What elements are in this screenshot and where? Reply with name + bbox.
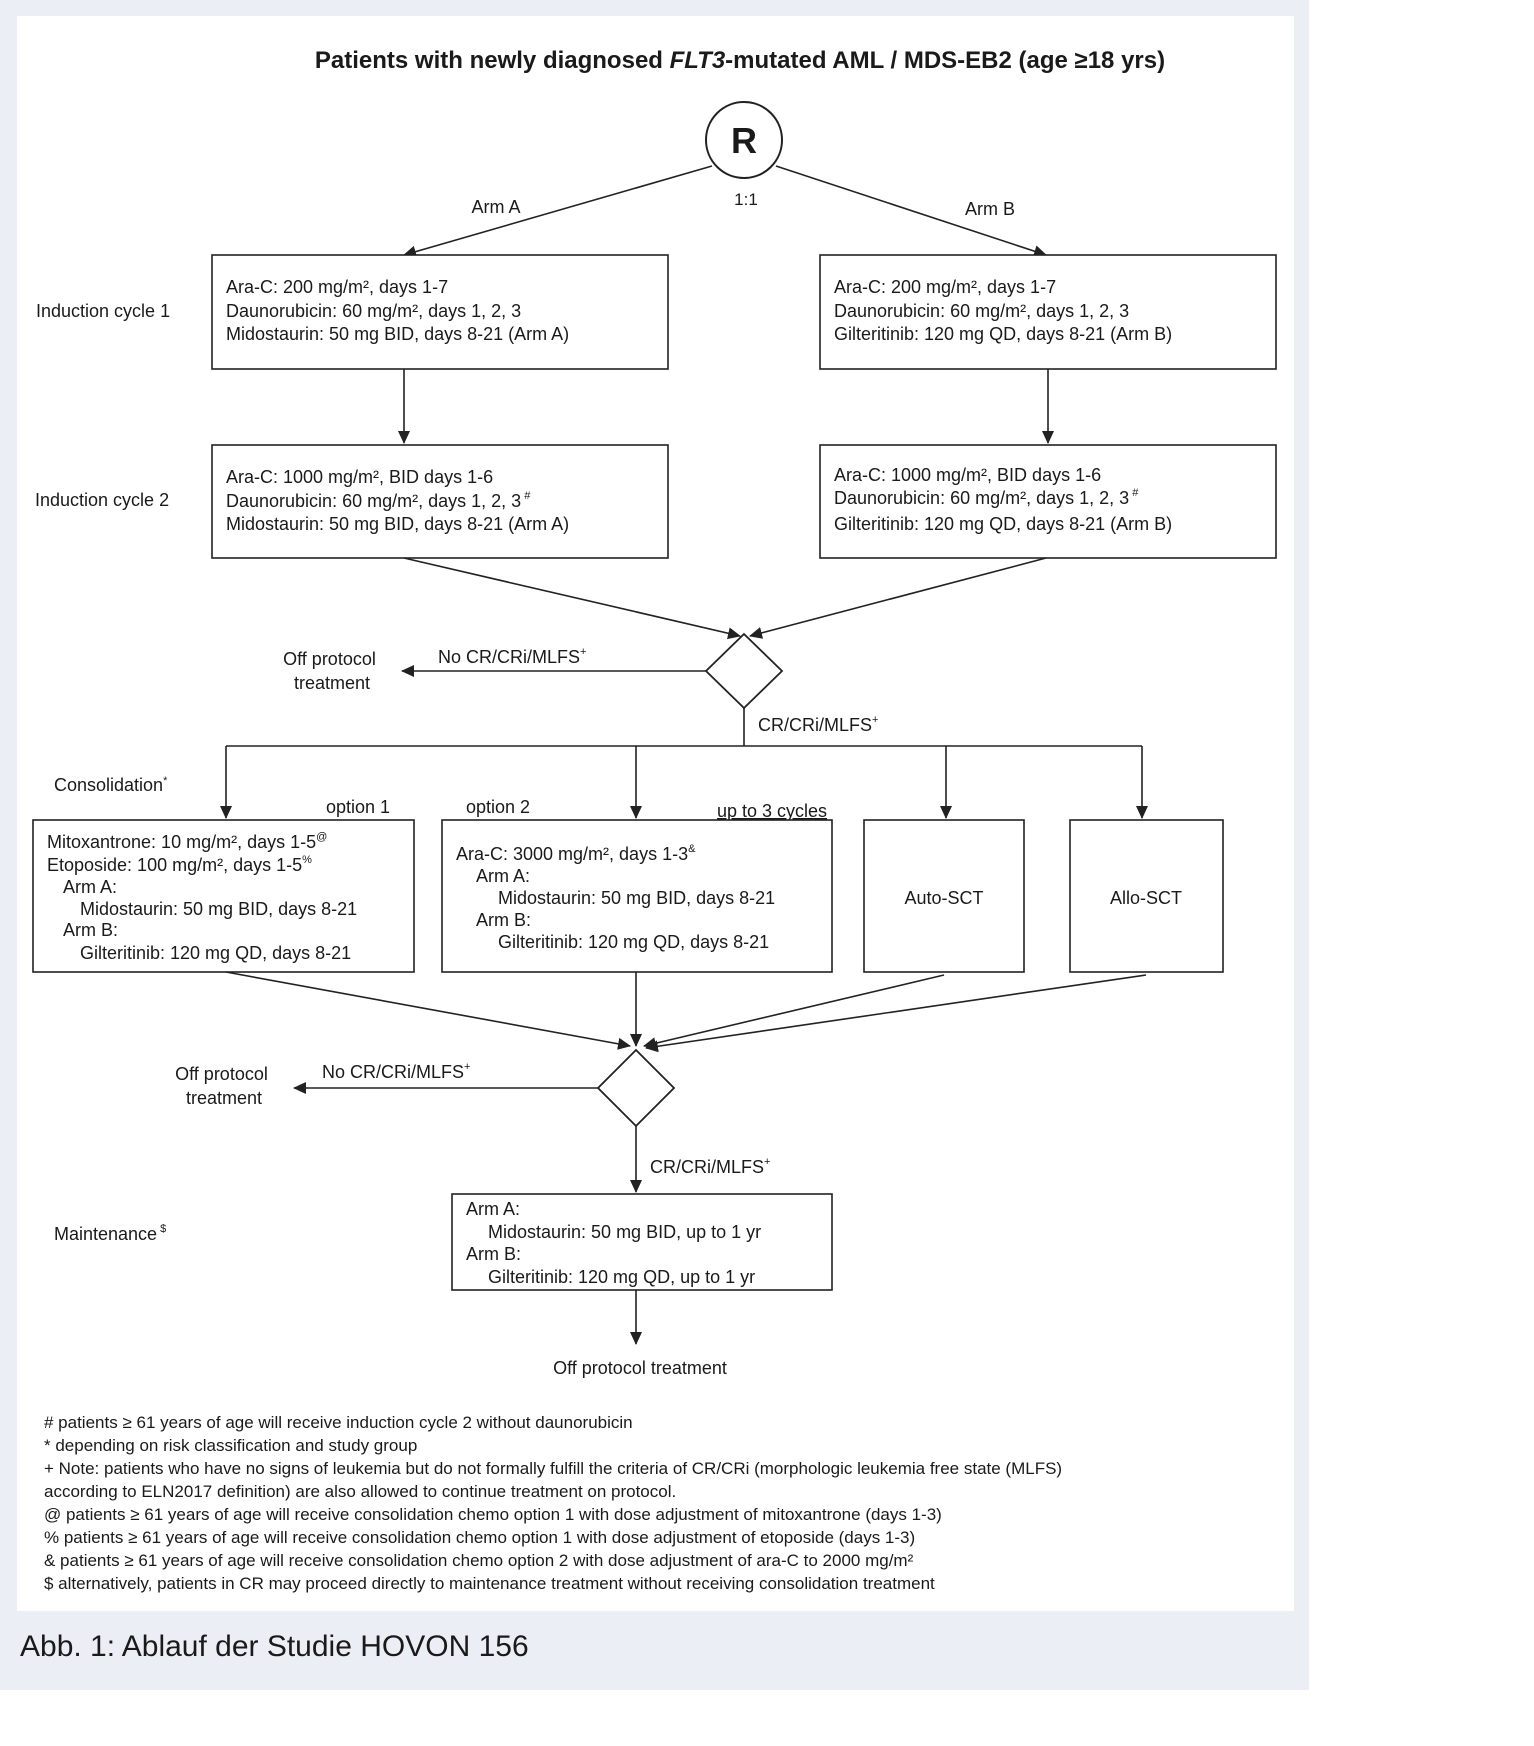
phase-label-consolidation: Consolidation* xyxy=(54,775,168,795)
no-response-label-1: No CR/CRi/MLFS+ xyxy=(438,646,586,667)
response-decision-1 xyxy=(704,632,784,710)
diagram-title: Patients with newly diagnosed FLT3-mutat… xyxy=(315,47,1165,74)
phase-label-induction2: Induction cycle 2 xyxy=(35,490,169,510)
arm-a-arrow xyxy=(403,165,713,258)
off-protocol-label-1: Off protocol treatment xyxy=(283,649,381,693)
randomization-ratio: 1:1 xyxy=(734,190,758,209)
arrow-arm-b-to-response xyxy=(749,557,1047,639)
option1-label: option 1 xyxy=(326,797,390,817)
allo-sct-label: Allo-SCT xyxy=(1110,888,1182,908)
induction2-arm-b-text: Ara-C: 1000 mg/m², BID days 1-6 Daunorub… xyxy=(834,465,1172,534)
figure-caption: Abb. 1: Ablauf der Studie HOVON 156 xyxy=(20,1630,529,1663)
option2-label: option 2 xyxy=(466,797,530,817)
induction2-arm-a-text: Ara-C: 1000 mg/m², BID days 1-6 Daunorub… xyxy=(226,467,569,534)
cycles-label: up to 3 cycles xyxy=(717,801,827,821)
auto-sct-box xyxy=(863,819,1025,973)
induction1-arm-a-text: Ara-C: 200 mg/m², days 1-7 Daunorubicin:… xyxy=(226,277,569,344)
response-label-1: CR/CRi/MLFS+ xyxy=(758,714,878,735)
response-label-2: CR/CRi/MLFS+ xyxy=(650,1156,770,1177)
randomization-symbol: R xyxy=(731,120,757,161)
consolidation-option1-box xyxy=(32,819,415,973)
arrow-auto-sct-to-response xyxy=(643,974,945,1050)
consolidation-option2-text: Ara-C: 3000 mg/m², days 1-3& Arm A: Mido… xyxy=(456,836,780,952)
arrow-option1-to-response xyxy=(225,971,631,1050)
maintenance-box xyxy=(451,1193,833,1291)
final-off-protocol: Off protocol treatment xyxy=(553,1358,727,1378)
arm-a-label: Arm A xyxy=(471,197,520,217)
arm-b-label: Arm B xyxy=(965,199,1015,219)
arrow-arm-a-to-response xyxy=(403,557,741,640)
induction2-arm-a-box xyxy=(211,444,669,559)
response-decision-2 xyxy=(596,1048,676,1128)
induction1-arm-a-box xyxy=(211,254,669,370)
randomization-node xyxy=(705,101,783,179)
consolidation-option1-text: Mitoxantrone: 10 mg/m², days 1-5@ Etopos… xyxy=(47,824,362,963)
off-protocol-label-2: Off protocol treatment xyxy=(175,1064,273,1108)
allo-sct-box xyxy=(1069,819,1224,973)
induction1-arm-b-box xyxy=(819,254,1277,370)
phase-label-induction1: Induction cycle 1 xyxy=(36,301,170,321)
induction2-arm-b-box xyxy=(819,444,1277,559)
phase-label-maintenance: Maintenance $ xyxy=(54,1223,166,1244)
no-response-label-2: No CR/CRi/MLFS+ xyxy=(322,1061,470,1082)
footnotes: # patients ≥ 61 years of age will receiv… xyxy=(44,1413,1067,1593)
consolidation-option2-box xyxy=(441,819,833,973)
arm-b-arrow xyxy=(775,165,1047,257)
induction1-arm-b-text: Ara-C: 200 mg/m², days 1-7 Daunorubicin:… xyxy=(834,277,1172,344)
flowchart: Patients with newly diagnosed FLT3-mutat… xyxy=(32,47,1277,1593)
auto-sct-label: Auto-SCT xyxy=(904,888,983,908)
arrow-allo-sct-to-response xyxy=(645,974,1147,1053)
maintenance-text: Arm A: Midostaurin: 50 mg BID, up to 1 y… xyxy=(466,1199,766,1287)
